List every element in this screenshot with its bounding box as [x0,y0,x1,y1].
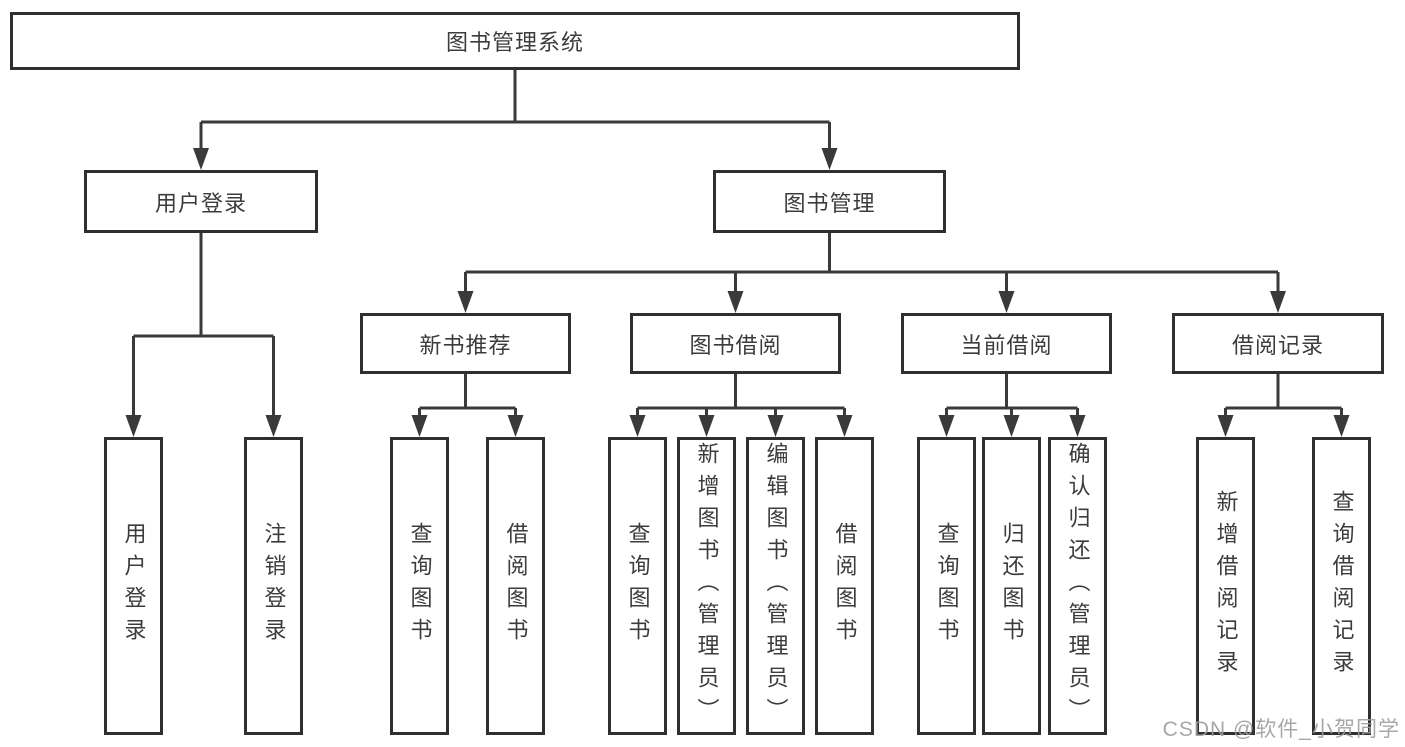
leaf-label: 借阅图书 [503,522,529,650]
node-label: 图书管理 [783,190,876,216]
leaf-label: 编辑图书（管理员） [763,442,789,730]
node-current-borrow: 当前借阅 [901,313,1112,374]
node-root-label: 图书管理系统 [445,30,584,55]
leaf-logout: 注销登录 [244,437,303,735]
leaf-edit-books-admin: 编辑图书（管理员） [746,437,805,735]
node-label: 当前借阅 [960,332,1053,358]
leaf-add-books-admin: 新增图书（管理员） [677,437,736,735]
leaf-query-borrow-record: 查询借阅记录 [1312,437,1371,735]
leaf-label: 新增图书（管理员） [694,442,720,730]
leaf-confirm-return-admin: 确认归还（管理员） [1048,437,1107,735]
leaf-query-books-current: 查询图书 [917,437,976,735]
node-label: 图书借阅 [689,332,782,358]
leaf-query-books-recommend: 查询图书 [390,437,449,735]
node-label: 借阅记录 [1231,332,1324,358]
node-borrow-records: 借阅记录 [1172,313,1384,374]
leaf-label: 新增借阅记录 [1213,490,1239,682]
node-book-borrow: 图书借阅 [630,313,841,374]
leaf-label: 查询图书 [934,522,960,650]
node-label: 用户登录 [154,190,247,216]
leaf-query-books-borrow: 查询图书 [608,437,667,735]
node-root: 图书管理系统 [10,12,1020,70]
leaf-label: 归还图书 [999,522,1025,650]
leaf-label: 查询借阅记录 [1329,490,1355,682]
leaf-borrow-books: 借阅图书 [815,437,874,735]
leaf-label: 借阅图书 [832,522,858,650]
leaf-label: 查询图书 [407,522,433,650]
leaf-label: 查询图书 [625,522,651,650]
leaf-add-borrow-record: 新增借阅记录 [1196,437,1255,735]
leaf-return-books: 归还图书 [982,437,1041,735]
leaf-label: 用户登录 [121,522,147,650]
leaf-label: 注销登录 [261,522,287,650]
node-book-management-branch: 图书管理 [713,170,946,233]
node-user-login-branch: 用户登录 [84,170,318,233]
node-new-book-recommend: 新书推荐 [360,313,571,374]
leaf-user-login: 用户登录 [104,437,163,735]
csdn-watermark: CSDN @软件_小贺同学 [1162,718,1400,741]
node-label: 新书推荐 [419,332,512,358]
leaf-borrow-books-recommend: 借阅图书 [486,437,545,735]
leaf-label: 确认归还（管理员） [1065,442,1091,730]
